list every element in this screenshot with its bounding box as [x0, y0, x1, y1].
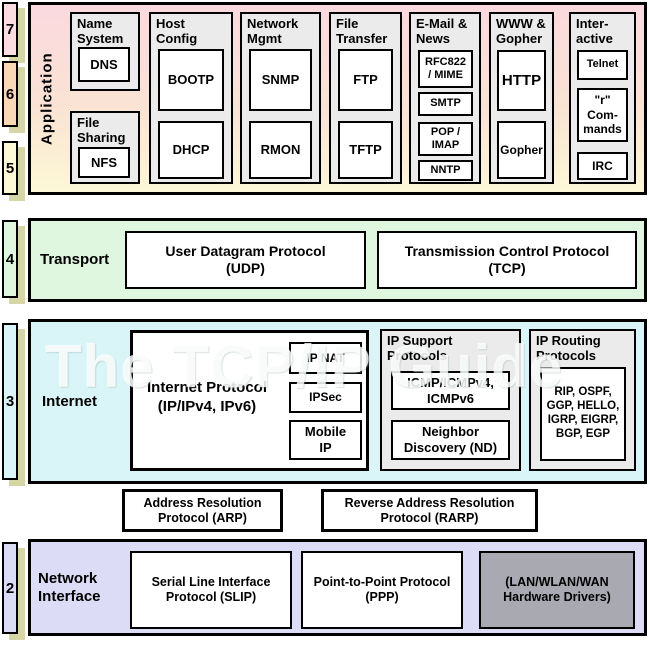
- protocol-mobile-ip: Mobile IP: [289, 420, 362, 460]
- layer-6-badge: 6: [2, 61, 18, 127]
- protocol-arp: Address Resolution Protocol (ARP): [122, 489, 283, 532]
- internet-protocol-box: Internet Protocol (IP/IPv4, IPv6) IP NAT…: [130, 330, 369, 471]
- group-title: E-Mail & News: [416, 16, 468, 46]
- group-name-system: Name System DNS: [70, 12, 140, 91]
- group-title: Name System: [77, 16, 124, 46]
- group-title: File Transfer: [336, 16, 388, 46]
- layer-4-badge: 4: [2, 220, 18, 298]
- application-layer-label: Application: [38, 52, 56, 145]
- protocol-snmp: SNMP: [249, 49, 312, 111]
- group-title: IP Support Protocols: [387, 333, 453, 363]
- group-interactive: Inter- active Telnet "r" Com- mands IRC: [569, 12, 636, 184]
- protocol-smtp: SMTP: [418, 92, 473, 116]
- group-title: Network Mgmt: [247, 16, 299, 46]
- protocol-slip: Serial Line Interface Protocol (SLIP): [130, 551, 292, 629]
- protocol-telnet: Telnet: [577, 50, 628, 80]
- protocol-udp: User Datagram Protocol (UDP): [125, 231, 366, 289]
- protocol-pop-imap: POP / IMAP: [418, 122, 473, 156]
- network-interface-layer-label: Network Interface: [38, 569, 101, 605]
- protocol-routing-list: RIP, OSPF, GGP, HELLO, IGRP, EIGRP, BGP,…: [540, 367, 626, 461]
- protocol-tcp: Transmission Control Protocol (TCP): [377, 231, 637, 289]
- protocol-r-commands: "r" Com- mands: [577, 88, 628, 142]
- group-www-gopher: WWW & Gopher HTTP Gopher: [489, 12, 554, 184]
- protocol-nfs: NFS: [78, 147, 130, 178]
- group-file-sharing: File Sharing NFS: [70, 111, 140, 184]
- protocol-ip-nat: IP NAT: [289, 342, 362, 374]
- protocol-bootp: BOOTP: [158, 49, 224, 111]
- group-title: File Sharing: [77, 115, 126, 145]
- group-title: IP Routing Protocols: [536, 333, 601, 363]
- group-title: WWW & Gopher: [496, 16, 546, 46]
- group-title: Host Config: [156, 16, 198, 46]
- group-email-news: E-Mail & News RFC822 / MIME SMTP POP / I…: [409, 12, 481, 184]
- group-title: Inter- active: [576, 16, 613, 46]
- group-file-transfer: File Transfer FTP TFTP: [329, 12, 402, 184]
- protocol-dns: DNS: [78, 47, 130, 82]
- protocol-neighbor-discovery: Neighbor Discovery (ND): [391, 420, 510, 460]
- protocol-ipsec: IPSec: [289, 382, 362, 413]
- group-network-mgmt: Network Mgmt SNMP RMON: [240, 12, 321, 184]
- hardware-drivers-box: (LAN/WLAN/WAN Hardware Drivers): [479, 551, 635, 629]
- transport-layer-label: Transport: [40, 251, 110, 268]
- protocol-rmon: RMON: [249, 121, 312, 179]
- protocol-http: HTTP: [497, 50, 546, 111]
- layer-7-badge: 7: [2, 2, 18, 57]
- internet-protocol-title: Internet Protocol (IP/IPv4, IPv6): [146, 379, 267, 415]
- group-host-config: Host Config BOOTP DHCP: [149, 12, 233, 184]
- group-ip-support-protocols: IP Support Protocols ICMP/ICMPv4, ICMPv6…: [380, 329, 521, 471]
- protocol-tftp: TFTP: [338, 121, 393, 179]
- protocol-gopher: Gopher: [497, 121, 546, 179]
- layer-5-badge: 5: [2, 141, 18, 195]
- layer-3-badge: 3: [2, 323, 18, 480]
- group-ip-routing-protocols: IP Routing Protocols RIP, OSPF, GGP, HEL…: [529, 329, 636, 471]
- protocol-rarp: Reverse Address Resolution Protocol (RAR…: [321, 489, 538, 532]
- protocol-icmp: ICMP/ICMPv4, ICMPv6: [391, 371, 510, 410]
- internet-layer-label: Internet: [42, 392, 98, 410]
- protocol-irc: IRC: [577, 152, 628, 180]
- protocol-ppp: Point-to-Point Protocol (PPP): [301, 551, 463, 629]
- protocol-rfc822-mime: RFC822 / MIME: [418, 50, 473, 88]
- protocol-nntp: NNTP: [418, 160, 473, 181]
- layer-2-badge: 2: [2, 542, 18, 634]
- protocol-dhcp: DHCP: [158, 121, 224, 179]
- protocol-ftp: FTP: [338, 49, 393, 111]
